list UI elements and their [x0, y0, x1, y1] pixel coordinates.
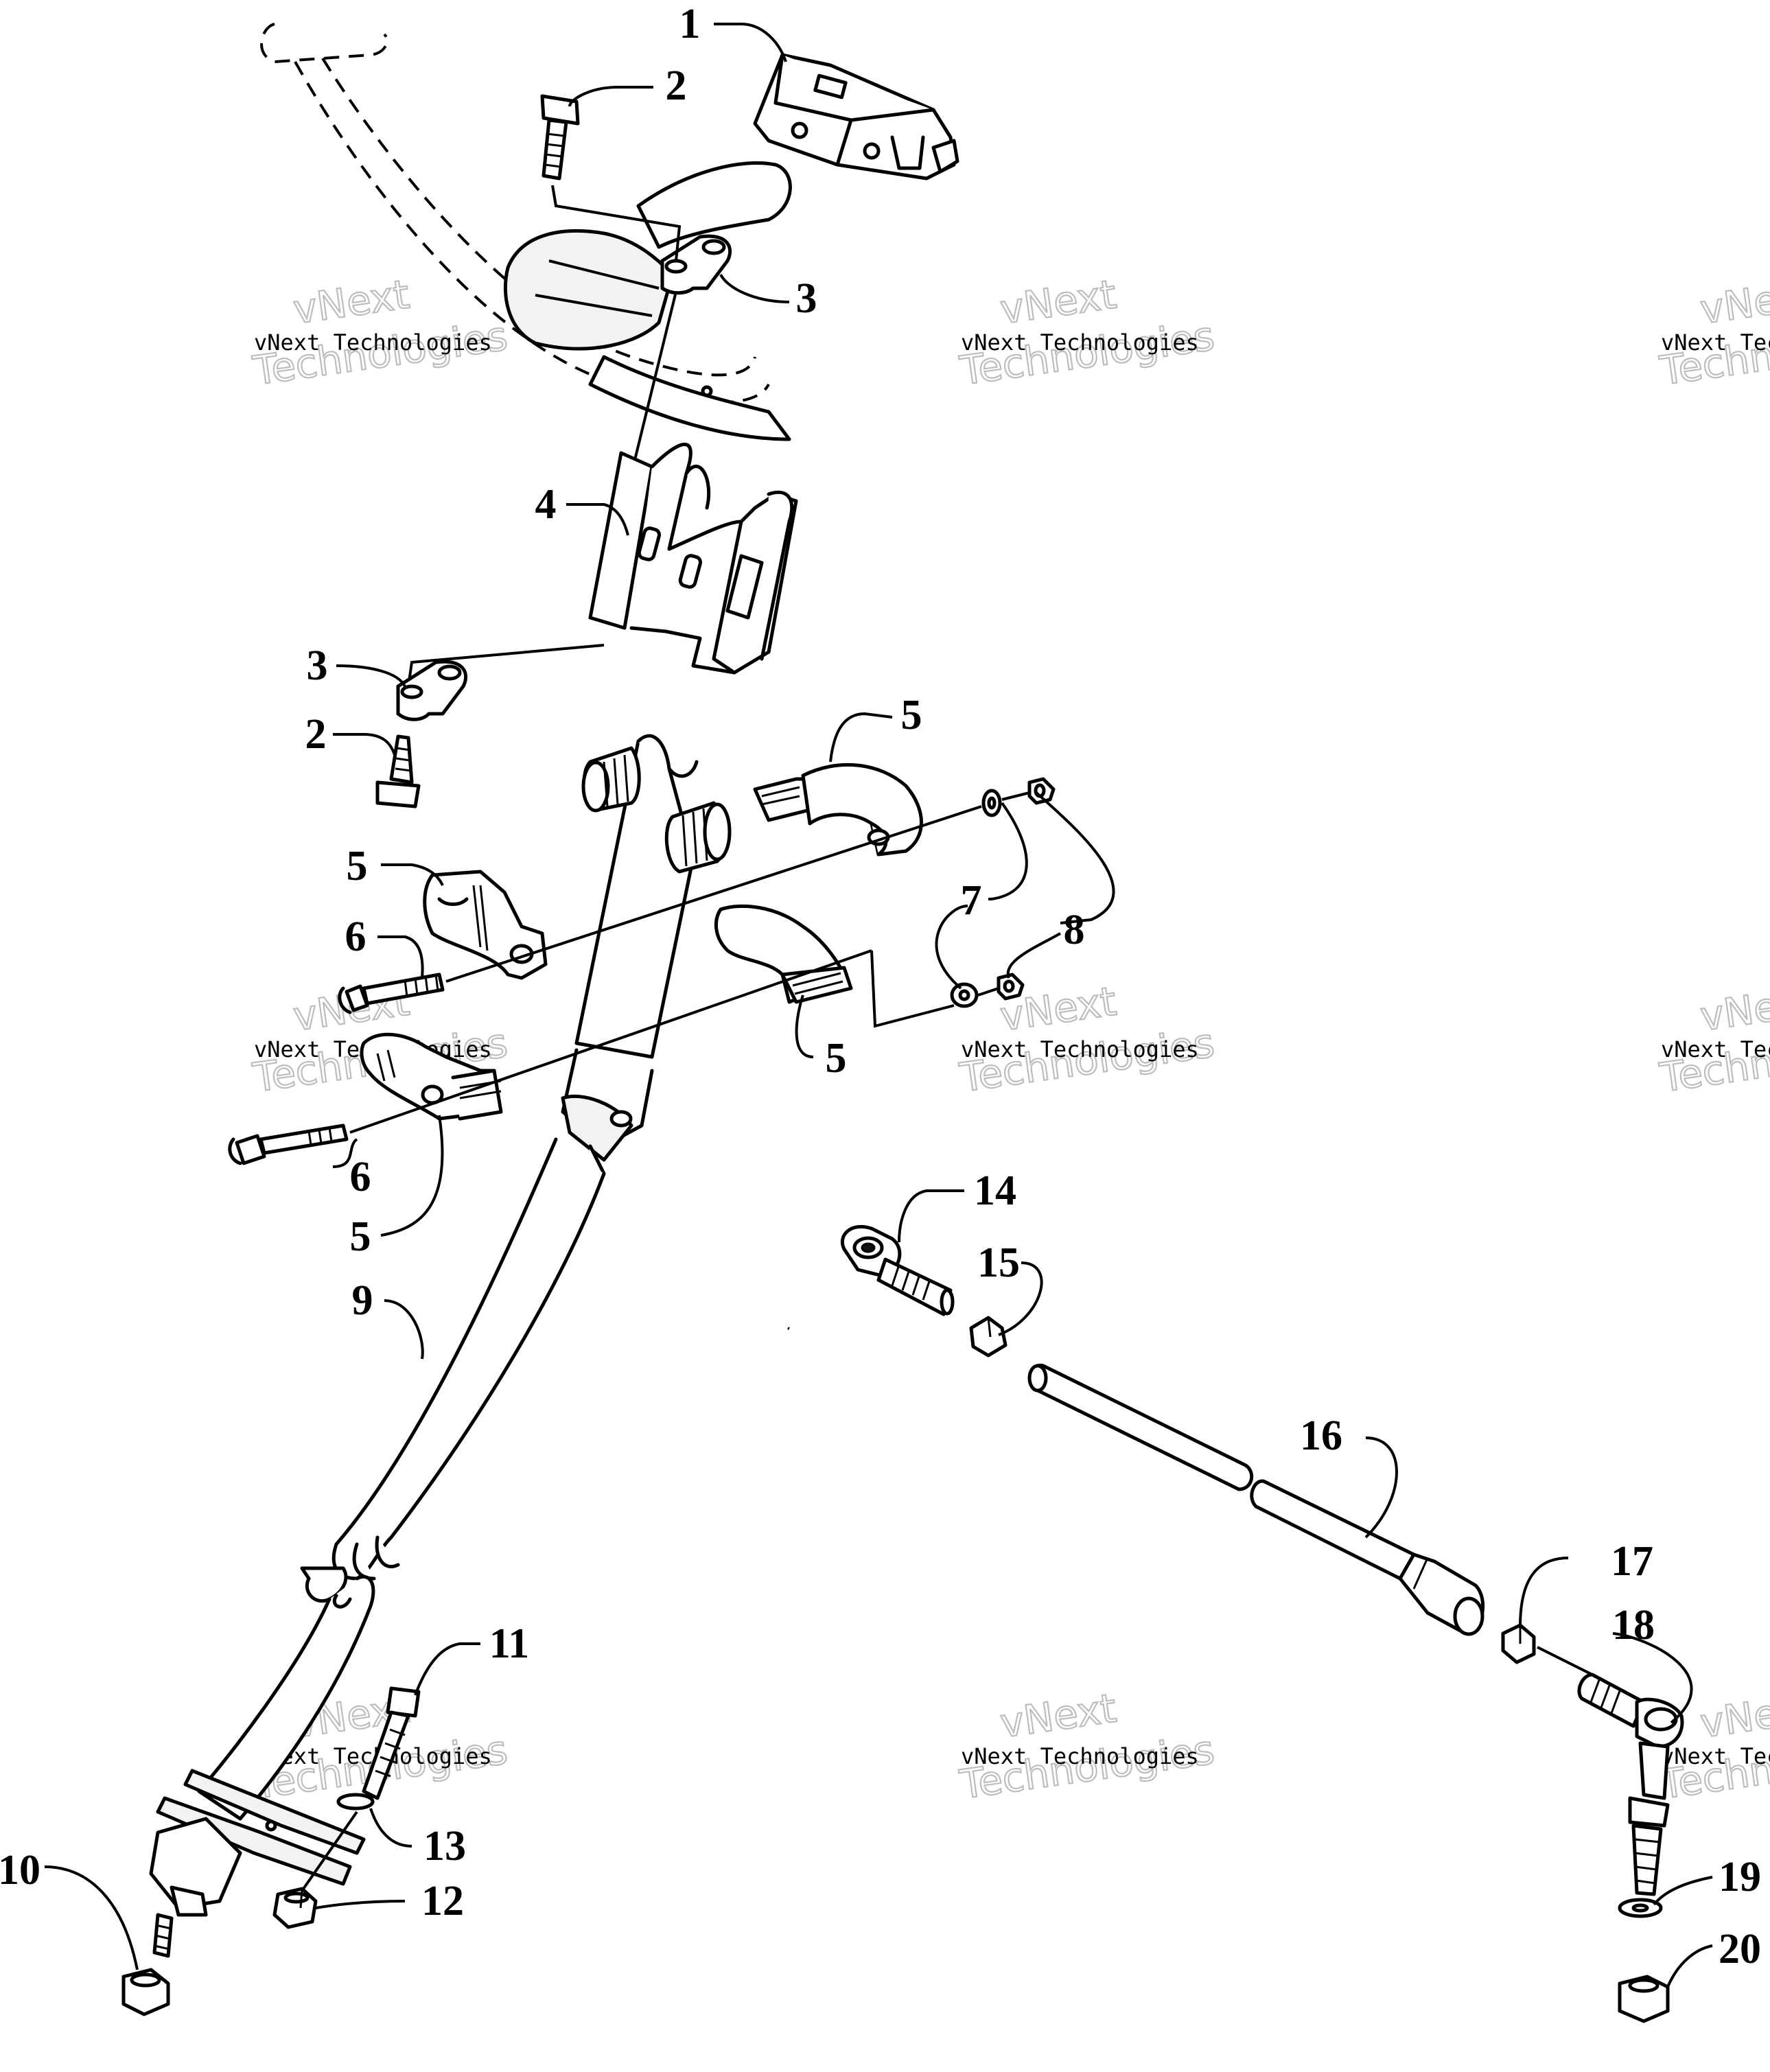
part-6-bolt-lower — [228, 1124, 349, 1165]
part-2-lower-bolt — [375, 734, 421, 808]
part-11-bolt — [362, 1686, 421, 1800]
part-4-handlebar-block — [588, 443, 798, 675]
part-20-nut — [1618, 1975, 1670, 2023]
part-7-washer-lower — [950, 982, 979, 1008]
part-12-nut — [272, 1887, 318, 1929]
callout-3-lower: 3 — [307, 642, 328, 689]
watermark-vnext: vNext — [997, 270, 1119, 333]
part-3-upper-clamp — [660, 234, 732, 295]
assembly-line — [633, 291, 677, 461]
callout-15: 15 — [977, 1239, 1020, 1286]
part-5-clamp-lower-left — [360, 1032, 503, 1121]
assembly-line — [301, 1811, 358, 1892]
callout-2-lower: 2 — [305, 711, 327, 758]
spline-end — [664, 801, 732, 874]
assembly-line — [1537, 1646, 1593, 1676]
callout-17: 17 — [1611, 1538, 1653, 1585]
assembly-line — [349, 949, 872, 1134]
callout-18: 18 — [1612, 1602, 1655, 1649]
watermark-text: vNext Technologies — [1661, 1743, 1770, 1769]
part-5-clamp-middle-right — [714, 904, 853, 1004]
part-3-lower-clamp — [396, 660, 468, 721]
callout-16: 16 — [1300, 1412, 1342, 1459]
callout-9: 9 — [352, 1277, 373, 1324]
watermark-vnext: vNext — [1697, 270, 1770, 333]
part-2-upper-bolt — [540, 94, 580, 181]
callout-1: 1 — [679, 1, 701, 47]
callout-labels: 1 2 3 4 3 2 5 5 6 7 8 5 6 5 9 14 15 16 1… — [0, 1, 1761, 1972]
callout-6-upper: 6 — [345, 913, 366, 960]
part-19-washer — [1618, 1898, 1663, 1918]
assembly-line — [551, 185, 682, 261]
part-10-lower-nut-assembly — [121, 1913, 174, 2016]
part-13-washer — [336, 1793, 375, 1811]
part-8-nut-upper — [1027, 777, 1056, 805]
part-9-steering-post — [149, 734, 732, 1917]
part-17-jam-nut — [1501, 1623, 1536, 1664]
part-5-clamp-upper-right — [753, 763, 923, 857]
dot — [787, 1327, 790, 1330]
callout-13: 13 — [423, 1823, 466, 1870]
part-15-jam-nut — [969, 1316, 1008, 1358]
part-16-tie-rod — [1027, 1364, 1485, 1636]
assembly-line — [445, 805, 982, 983]
leader-lines — [44, 23, 1713, 1988]
part-7-washer-upper — [981, 789, 1002, 817]
watermark-text: vNext Technologies — [1661, 329, 1770, 356]
part-6-bolt-upper — [338, 973, 445, 1014]
callout-5-upper-right: 5 — [901, 692, 922, 738]
callout-8: 8 — [1064, 907, 1085, 953]
watermark-group: Technologies vNext vNext Technologies Te… — [249, 270, 1770, 1808]
watermark-vnext: vNext — [290, 270, 412, 333]
spline-end — [581, 746, 641, 813]
assembly-line — [977, 987, 999, 997]
callout-3: 3 — [796, 275, 817, 322]
part-1-handlebar-cover — [753, 53, 959, 181]
callout-14: 14 — [974, 1167, 1016, 1214]
assembly-line — [1001, 791, 1030, 801]
watermark-vnext: vNext — [1697, 1684, 1770, 1747]
watermark-vnext: vNext — [997, 1684, 1119, 1747]
part-18-tie-rod-end — [1577, 1673, 1684, 1896]
part-5-clamp-middle-left — [423, 870, 548, 980]
callout-12: 12 — [421, 1878, 464, 1924]
callout-6-lower: 6 — [350, 1154, 371, 1200]
part-14-tie-rod-end — [840, 1224, 955, 1316]
callout-10: 10 — [0, 1847, 40, 1894]
watermark-vnext: vNext — [1697, 977, 1770, 1040]
callout-20: 20 — [1719, 1926, 1761, 1972]
callout-4: 4 — [535, 481, 557, 528]
callout-2: 2 — [666, 62, 687, 109]
watermark-text: vNext Technologies — [254, 329, 492, 356]
watermark-text: vNext Technologies — [1661, 1036, 1770, 1062]
assembly-line — [870, 950, 955, 1028]
callout-19: 19 — [1719, 1854, 1761, 1900]
callout-7: 7 — [961, 877, 982, 924]
watermark-text: vNext Technologies — [961, 1036, 1199, 1062]
watermark-text: vNext Technologies — [961, 1743, 1199, 1769]
callout-5-middle-right: 5 — [826, 1035, 847, 1082]
callout-5-middle-left: 5 — [347, 843, 368, 889]
watermark-text: vNext Technologies — [961, 329, 1199, 356]
part-8-nut-lower — [997, 973, 1025, 1001]
callout-5-lower-left: 5 — [350, 1213, 371, 1260]
callout-11: 11 — [489, 1620, 530, 1667]
